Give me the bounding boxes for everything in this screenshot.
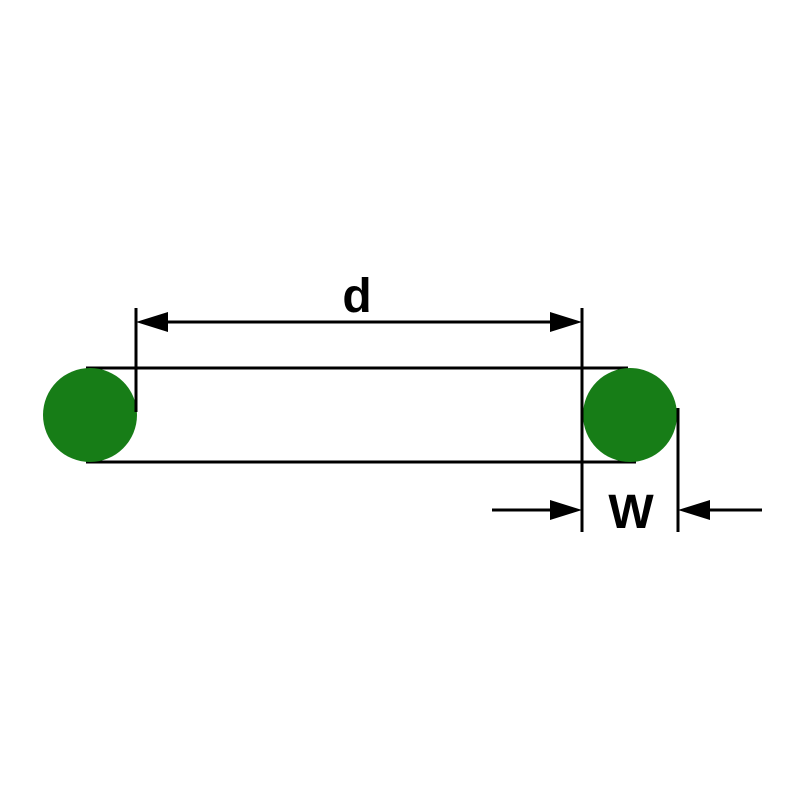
oring-right-cross-section [583,368,677,462]
cross-section-width-label: W [608,486,654,539]
d-arrowhead-right-icon [550,312,582,332]
w-arrowhead-left-icon [550,500,582,520]
inner-diameter-label: d [342,270,371,323]
oring-left-cross-section [43,368,137,462]
w-arrowhead-right-icon [678,500,710,520]
d-arrowhead-left-icon [136,312,168,332]
